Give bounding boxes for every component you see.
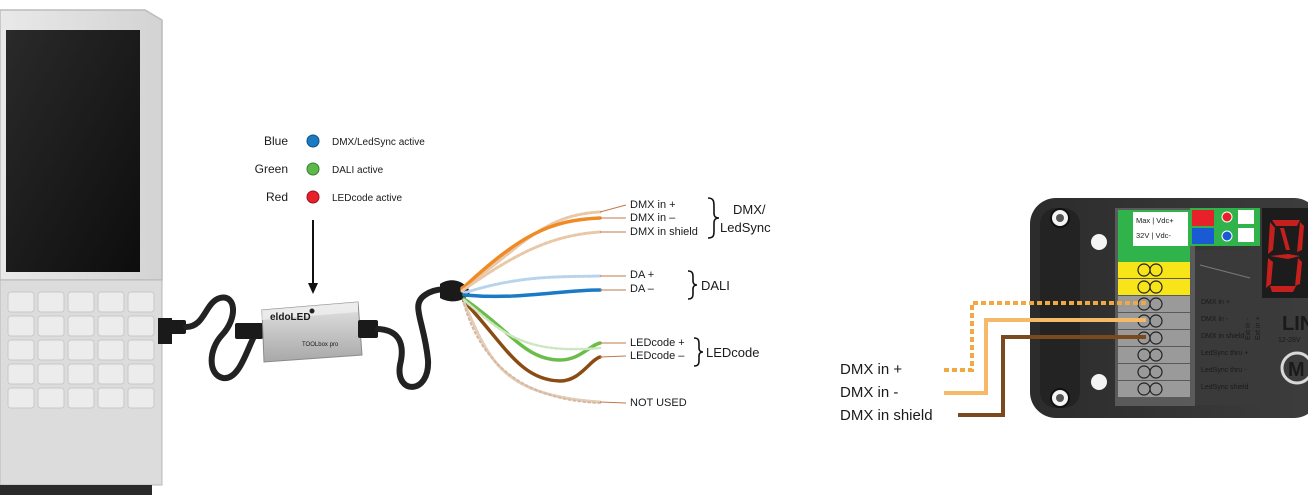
label-dmx-in-plus: DMX in + — [630, 199, 676, 211]
legend-blue-name: Blue — [264, 134, 288, 148]
usb-cable — [168, 294, 263, 382]
wire-dmx-shield — [460, 230, 602, 293]
legend-blue-label: DMX/LedSync active — [332, 137, 425, 148]
label-dmx-in-shield: DMX in shield — [630, 226, 698, 238]
term-label-ext-in-plus: Ext in + — [1255, 316, 1262, 340]
label-ledcode-plus: LEDcode + — [630, 337, 685, 349]
laptop-screen — [6, 30, 140, 272]
group-dmx-line2: LedSync — [720, 220, 771, 235]
terminal-yellow-2 — [1118, 279, 1190, 295]
usb-plug-dongle — [235, 323, 263, 339]
term-label-dmx-minus: DMX in - — [1201, 316, 1229, 323]
brace-ledcode — [693, 337, 704, 367]
wire-leaders — [599, 204, 627, 404]
indicator-arrow — [308, 220, 318, 294]
spec-line-1: Max | Vdc+ — [1136, 216, 1174, 225]
dongle-model: TOOLbox pro — [302, 342, 339, 348]
legend-red-name: Red — [266, 190, 288, 204]
wire-da-minus — [462, 288, 602, 299]
screw-bottom — [1091, 374, 1107, 390]
blue-led-icon — [306, 134, 320, 148]
group-dmx-line1: DMX/ — [733, 202, 766, 217]
red-led-icon — [306, 190, 320, 204]
laptop-keyboard — [7, 291, 155, 409]
conn-label-dmx-minus: DMX in - — [840, 384, 898, 401]
driver-voltage: 12-28V — [1278, 337, 1301, 344]
conn-wire-dmx-minus — [944, 318, 1146, 395]
status-red-led-icon — [1221, 211, 1233, 223]
terminal-yellow-1 — [1118, 262, 1190, 278]
conn-wire-dmx-shield — [958, 335, 1146, 417]
term-label-ledsync-plus: LedSync thru + — [1201, 350, 1248, 357]
cable-breakout-sleeve — [440, 280, 470, 302]
label-da-plus: DA + — [630, 269, 654, 281]
wire-not-used-2 — [463, 303, 601, 404]
term-label-dmx-shield: DMX in shield — [1201, 333, 1244, 340]
driver-logo-letter: M — [1288, 359, 1305, 381]
laptop-base-edge — [0, 485, 152, 495]
segment-glyph — [1266, 220, 1304, 292]
label-ledcode-minus: LEDcode – — [630, 350, 685, 362]
group-ledcode: LEDcode — [706, 345, 759, 360]
screw-top — [1091, 234, 1107, 250]
brace-dmx — [707, 197, 720, 239]
legend-red-label: LEDcode active — [332, 193, 402, 204]
wire-dmx-minus — [460, 216, 602, 291]
terminal-clamps — [1137, 263, 1163, 396]
group-dali: DALI — [701, 278, 730, 293]
driver-left-rail — [1040, 208, 1080, 408]
driver-brand: LIN — [1282, 313, 1308, 335]
group-braces — [687, 197, 720, 367]
brace-dali — [687, 270, 698, 300]
dongle-brand: eldoLED — [270, 312, 311, 323]
wire-da-plus — [462, 274, 602, 295]
wire-ledcode-stripe — [462, 298, 602, 351]
label-dmx-in-minus: DMX in – — [630, 212, 676, 224]
dongle-led-indicator — [309, 308, 315, 314]
wire-fan — [460, 210, 602, 404]
led-legend: Blue DMX/LedSync active Green DALI activ… — [255, 134, 426, 204]
wire-labels: DMX in + DMX in – DMX in shield DA + DA … — [630, 199, 698, 409]
term-label-ext-in-minus: Ext in - — [1245, 318, 1252, 340]
spec-line-2: 32V | Vdc- — [1136, 231, 1171, 240]
conn-label-dmx-shield: DMX in shield — [840, 407, 933, 424]
green-led-icon — [306, 162, 320, 176]
conn-label-dmx-plus: DMX in + — [840, 361, 902, 378]
label-not-used: NOT USED — [630, 397, 687, 409]
driver-connection-wires — [944, 301, 1146, 417]
usb-plug-laptop — [168, 320, 186, 334]
terminal-grey-rows — [1118, 296, 1190, 397]
term-label-ledsync-shield: LedSync shield — [1201, 384, 1249, 391]
status-blue-led-icon — [1221, 230, 1233, 242]
term-label-dmx-plus: DMX in + — [1201, 299, 1230, 306]
legend-green-name: Green — [255, 162, 288, 176]
laptop — [0, 9, 172, 495]
term-label-ledsync-minus: LedSync thru - — [1201, 367, 1247, 374]
wire-ledcode-plus — [462, 297, 602, 362]
driver-logo — [1280, 351, 1308, 385]
toolbox-dongle: eldoLED TOOLbox pro — [261, 301, 378, 363]
led-driver: Max | Vdc+ 32V | Vdc- — [1030, 198, 1308, 418]
wire-ledcode-minus — [462, 299, 602, 383]
legend-green-label: DALI active — [332, 165, 384, 176]
label-da-minus: DA – — [630, 283, 655, 295]
connection-legend: DMX in + DMX in - DMX in shield — [840, 361, 933, 424]
dongle-output-plug — [358, 320, 378, 338]
data-cable — [375, 286, 465, 390]
